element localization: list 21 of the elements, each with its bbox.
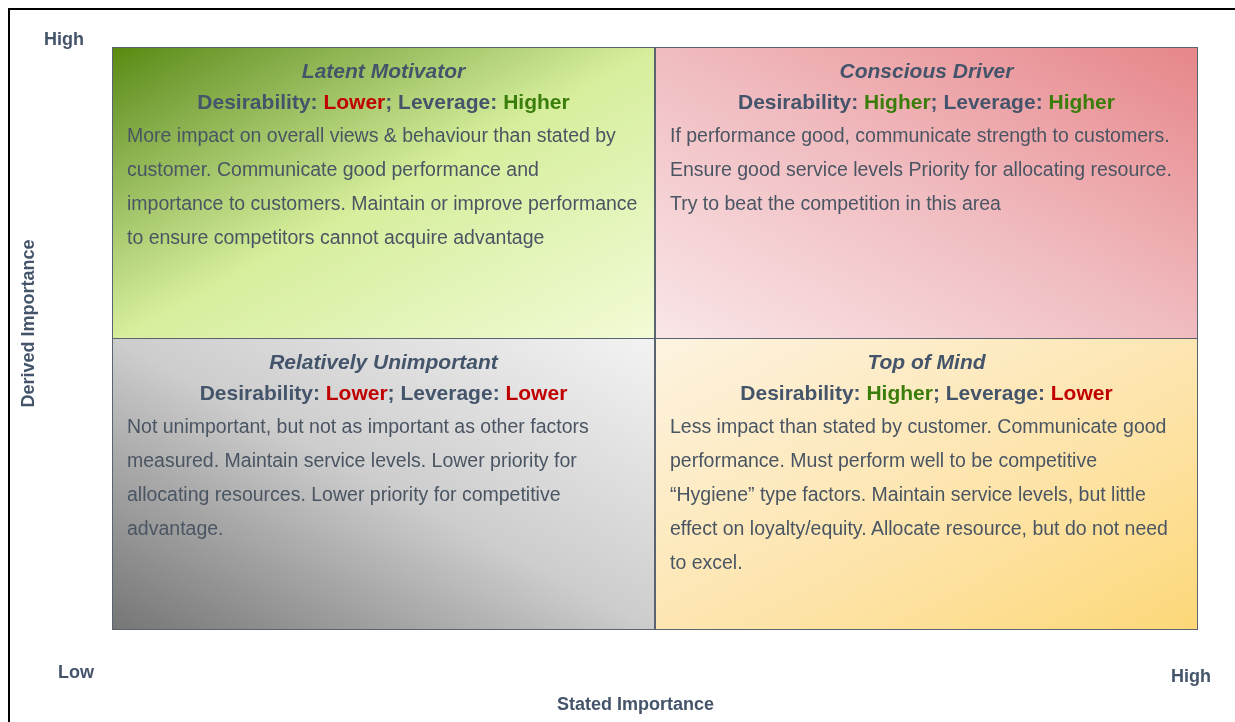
quadrant-box <box>655 47 1198 339</box>
axis-label: High <box>44 28 84 51</box>
quadrant-box <box>112 338 655 630</box>
axis-title: Stated Importance <box>557 693 715 716</box>
quadrant-box <box>655 338 1198 630</box>
axis-label: High <box>1171 665 1211 688</box>
axis-label: Low <box>58 661 94 684</box>
quadrant-title: Top of Mind <box>866 349 987 375</box>
quadrant-title: Conscious Driver <box>838 58 1016 84</box>
quadrant-box <box>112 47 655 339</box>
quadrant-description: Less impact than stated by customer. Communicate good performance. Must perform well to be competitive “Hygiene” type factors. Maintain service levels, but little effect on loyalty/equity. Allocate resource, but do not need to excel. <box>670 414 1169 575</box>
rating-line: Desirability: Lower; Leverage: Higher <box>196 89 571 115</box>
rating-line: Desirability: Higher; Leverage: Lower <box>739 380 1114 406</box>
axis-title: Derived Importance <box>16 238 39 410</box>
quadrant-description: More impact on overall views & behaviour than stated by customer. Communicate good performance and importance to customers. Maintain or improve performance to ensure competitors cannot acquire advantage <box>127 123 639 250</box>
quadrant-description: If performance good, communicate strength to customers. Ensure good service levels Priority for allocating resource. Try to beat the competition in this area <box>670 123 1173 216</box>
rating-line: Desirability: Lower; Leverage: Lower <box>198 380 569 406</box>
quadrant-title: Relatively Unimportant <box>268 349 500 375</box>
quadrant-description: Not unimportant, but not as important as other factors measured. Maintain service levels. Lower priority for allocating resources. Lower priority for competitive advantage. <box>127 414 590 541</box>
quadrant-title: Latent Motivator <box>300 58 467 84</box>
rating-line: Desirability: Higher; Leverage: Higher <box>737 89 1116 115</box>
